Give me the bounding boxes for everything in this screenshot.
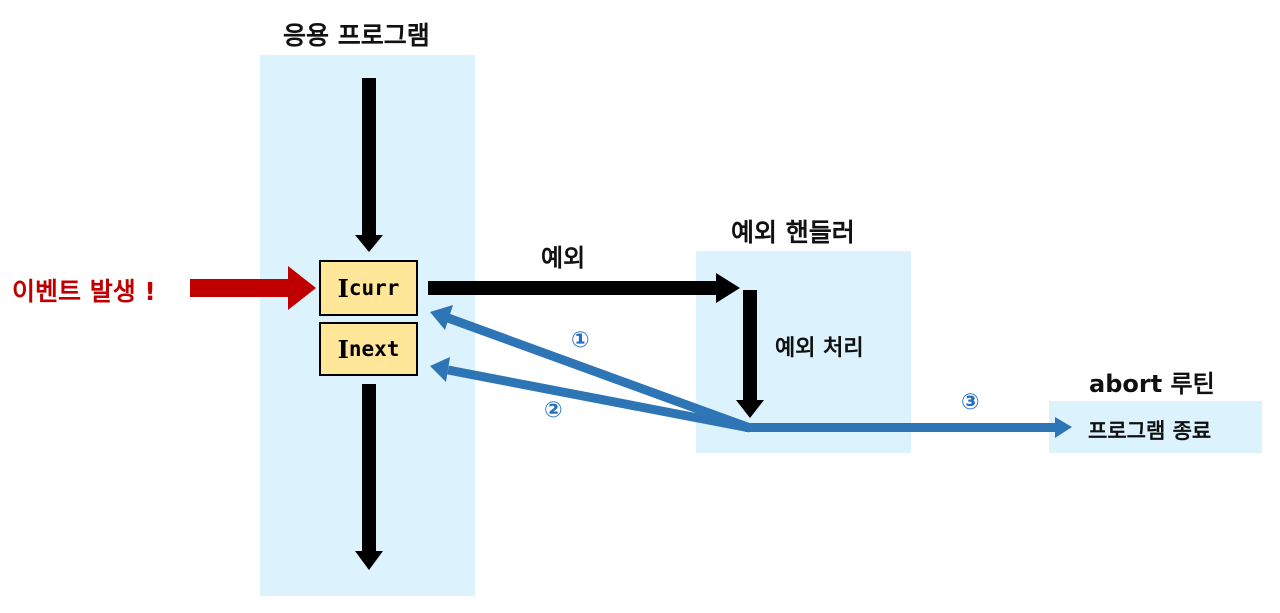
handler-title: 예외 핸들러 [731,218,855,247]
terminate-label: 프로그램 종료 [1088,419,1212,443]
program-flow-bottom-arrow [355,384,383,570]
program-flow-top-arrow [355,78,383,252]
abort-routine-panel [1049,401,1262,453]
current-instruction-initial: I [337,273,349,303]
next-instruction-initial: I [337,334,349,364]
exception-label: 예외 [541,244,586,272]
current-instruction-rest: curr [348,276,400,300]
next-instruction-rest: next [348,337,400,361]
step-1-marker: ① [571,328,590,353]
event-arrow [190,266,316,310]
exception-arrow [428,273,740,303]
event-label: 이벤트 발생 ! [12,277,156,306]
return-arrow-2 [430,357,751,433]
step-3-marker: ③ [961,390,980,415]
return-arrow-1 [430,305,752,433]
abort-title: abort 루틴 [1089,370,1215,398]
step-2-marker: ② [544,398,563,423]
handling-label: 예외 처리 [775,336,864,361]
abort-arrow [745,417,1072,438]
application-title: 응용 프로그램 [283,21,430,50]
handling-down-arrow [736,290,764,418]
